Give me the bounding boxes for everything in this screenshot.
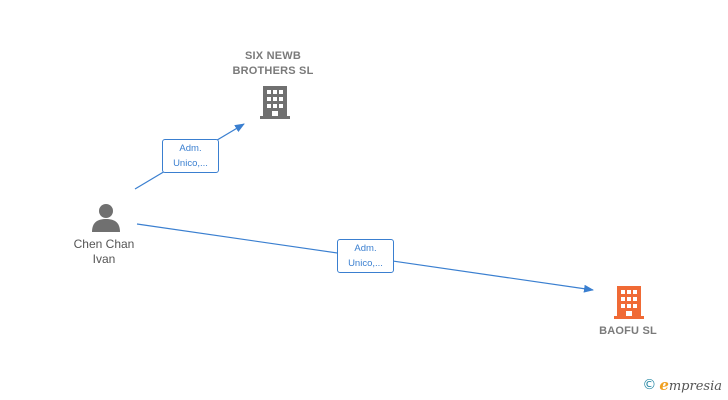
relation-role-line2: Unico,... [173, 158, 208, 169]
copyright-icon: © [642, 377, 657, 393]
relation-label-box[interactable]: Adm. Unico,... [162, 139, 219, 173]
company-six-newb-label[interactable]: SIX NEWB BROTHERS SL [232, 50, 314, 77]
person-chen-chan-ivan-label[interactable]: Chen Chan Ivan [73, 237, 135, 266]
building-icon[interactable] [259, 84, 291, 120]
relation-role-line2: Unico,... [348, 258, 383, 269]
relation-role-line1: Adm. [354, 243, 377, 254]
relation-label-box[interactable]: Adm. Unico,... [337, 239, 394, 273]
building-icon[interactable] [613, 284, 645, 320]
person-icon[interactable] [90, 202, 122, 232]
relation-role-line1: Adm. [179, 143, 202, 154]
brand-logo: empresia [659, 376, 722, 394]
footer-brand[interactable]: © empresia [642, 376, 722, 394]
company-baofu-label[interactable]: BAOFU SL [599, 325, 657, 337]
